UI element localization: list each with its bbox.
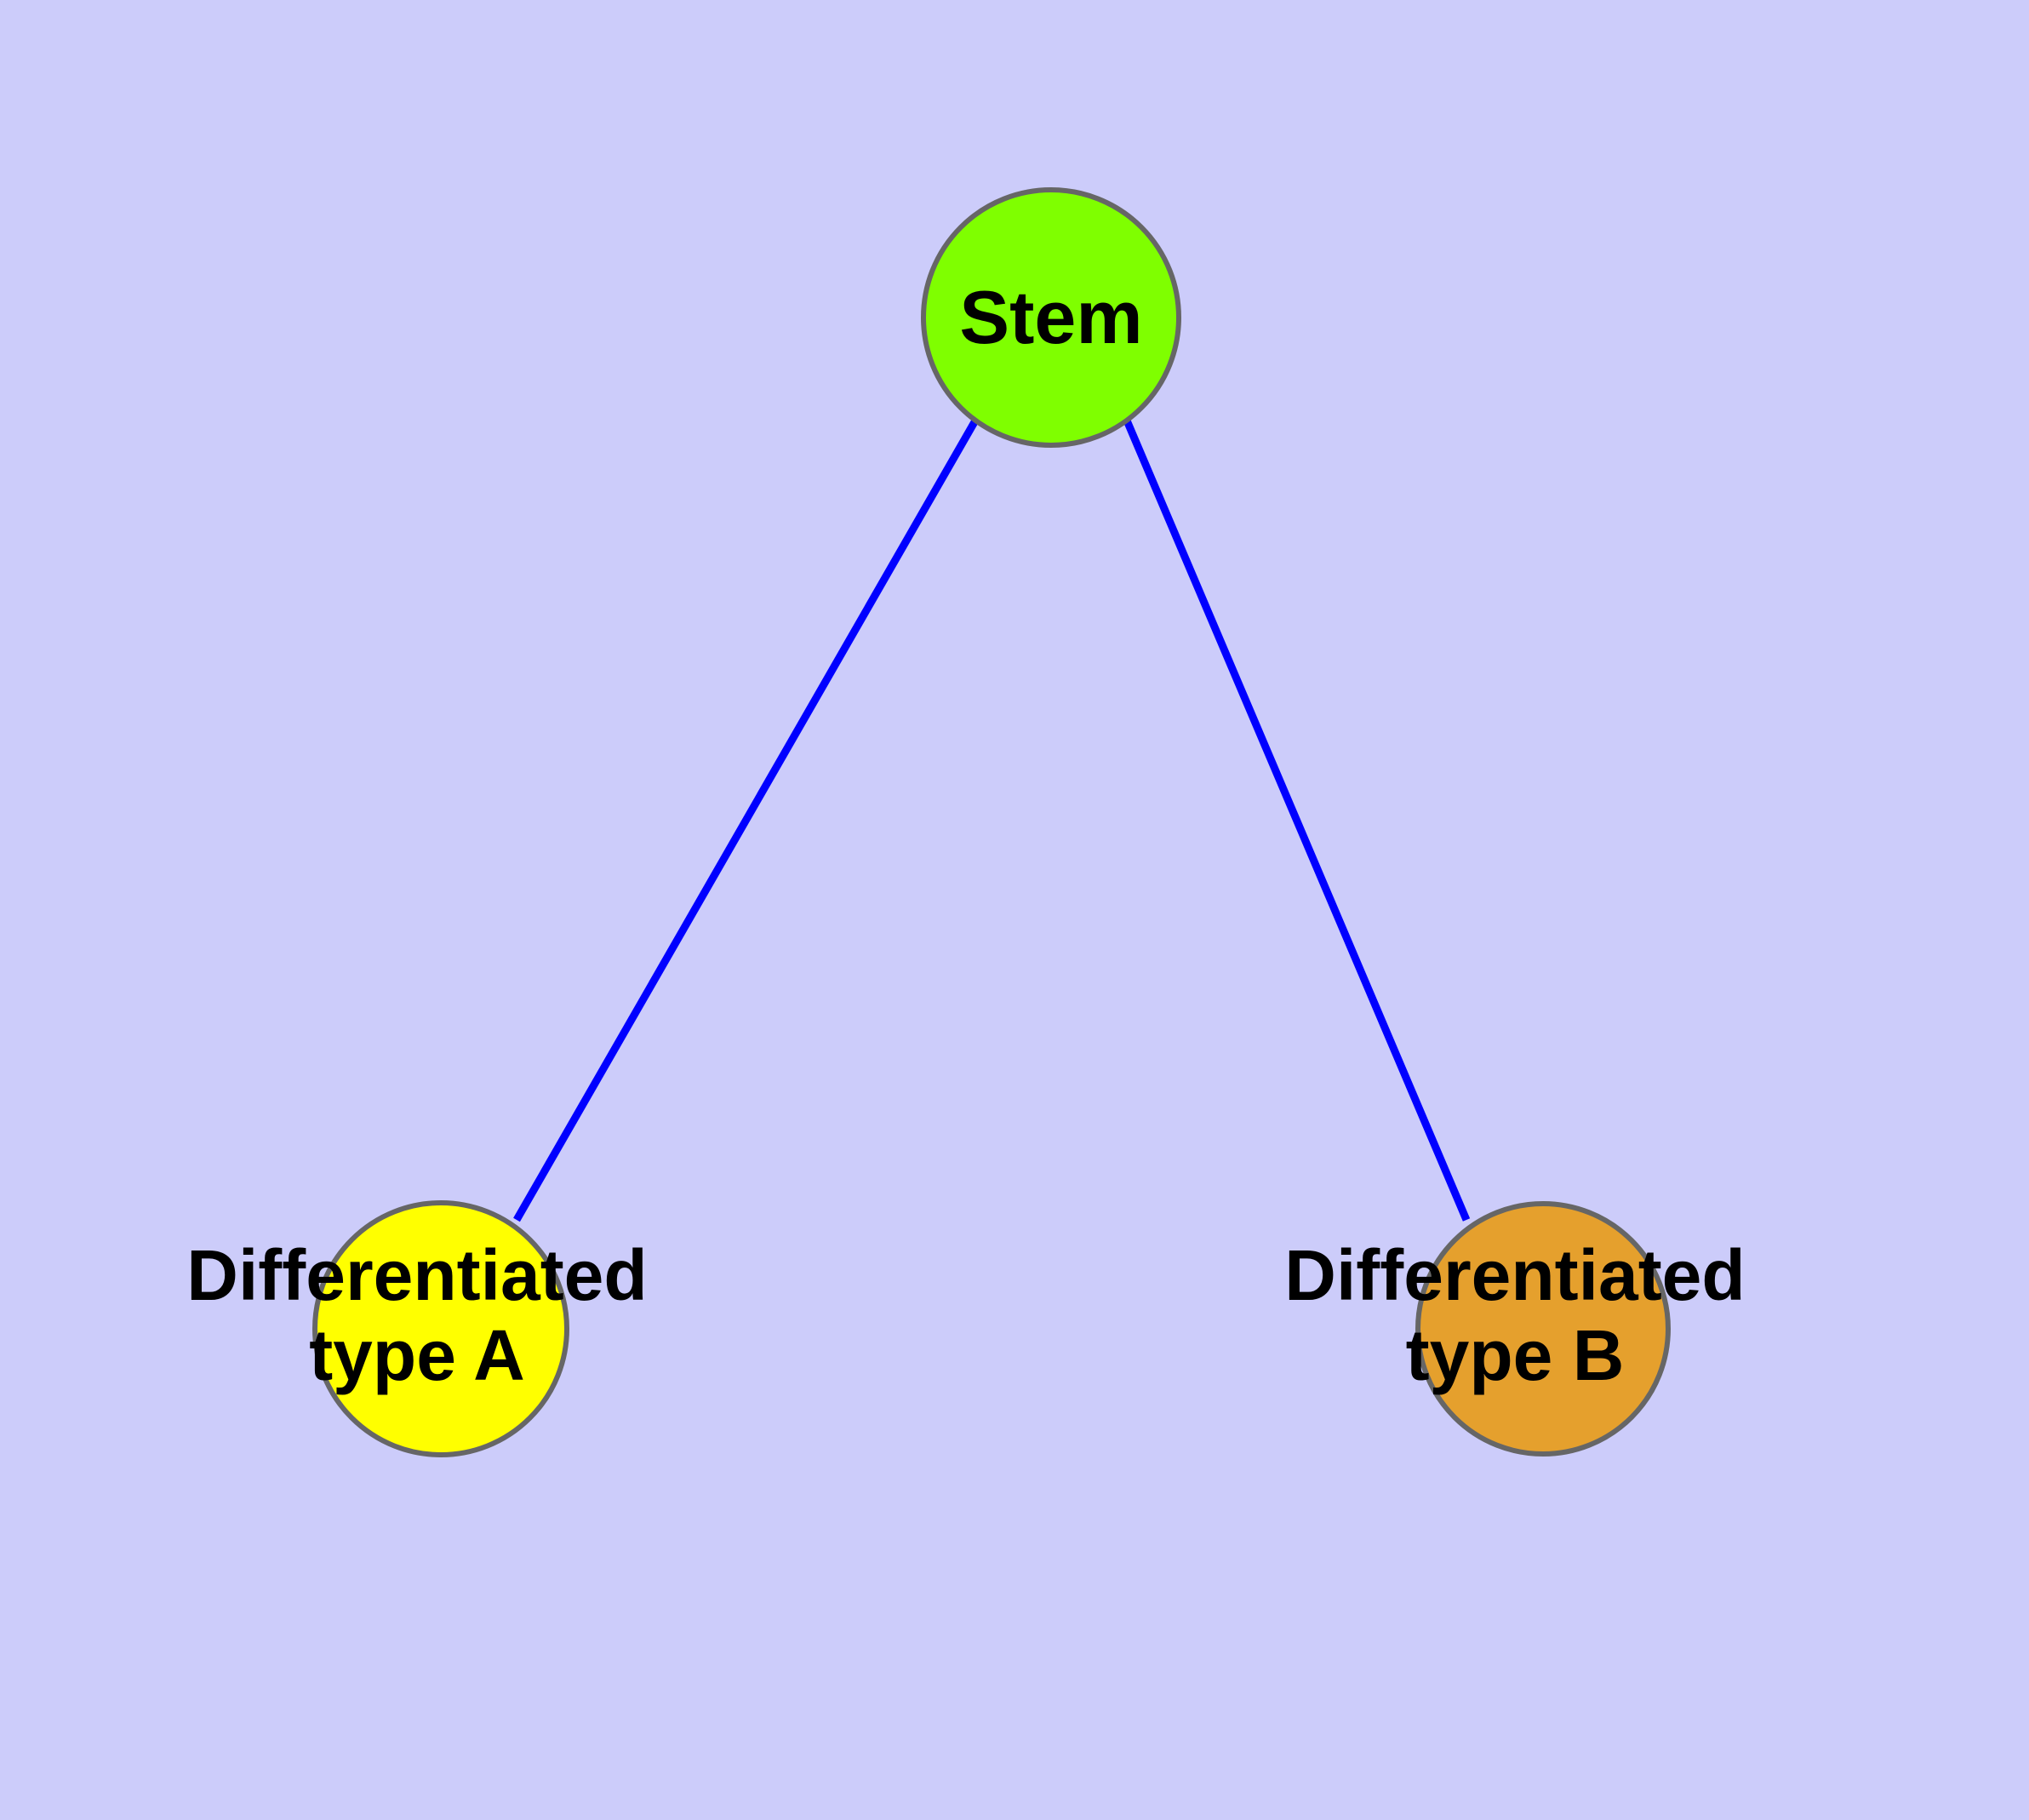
- node-circle-differentiated-type-b[interactable]: [1415, 1201, 1671, 1457]
- edge-stem-to-differentiated-type-b[interactable]: [1123, 419, 1471, 1222]
- node-circle-stem[interactable]: [921, 187, 1181, 448]
- node-circle-differentiated-type-a[interactable]: [312, 1200, 569, 1457]
- edge-stem-to-differentiated-type-a[interactable]: [513, 418, 979, 1222]
